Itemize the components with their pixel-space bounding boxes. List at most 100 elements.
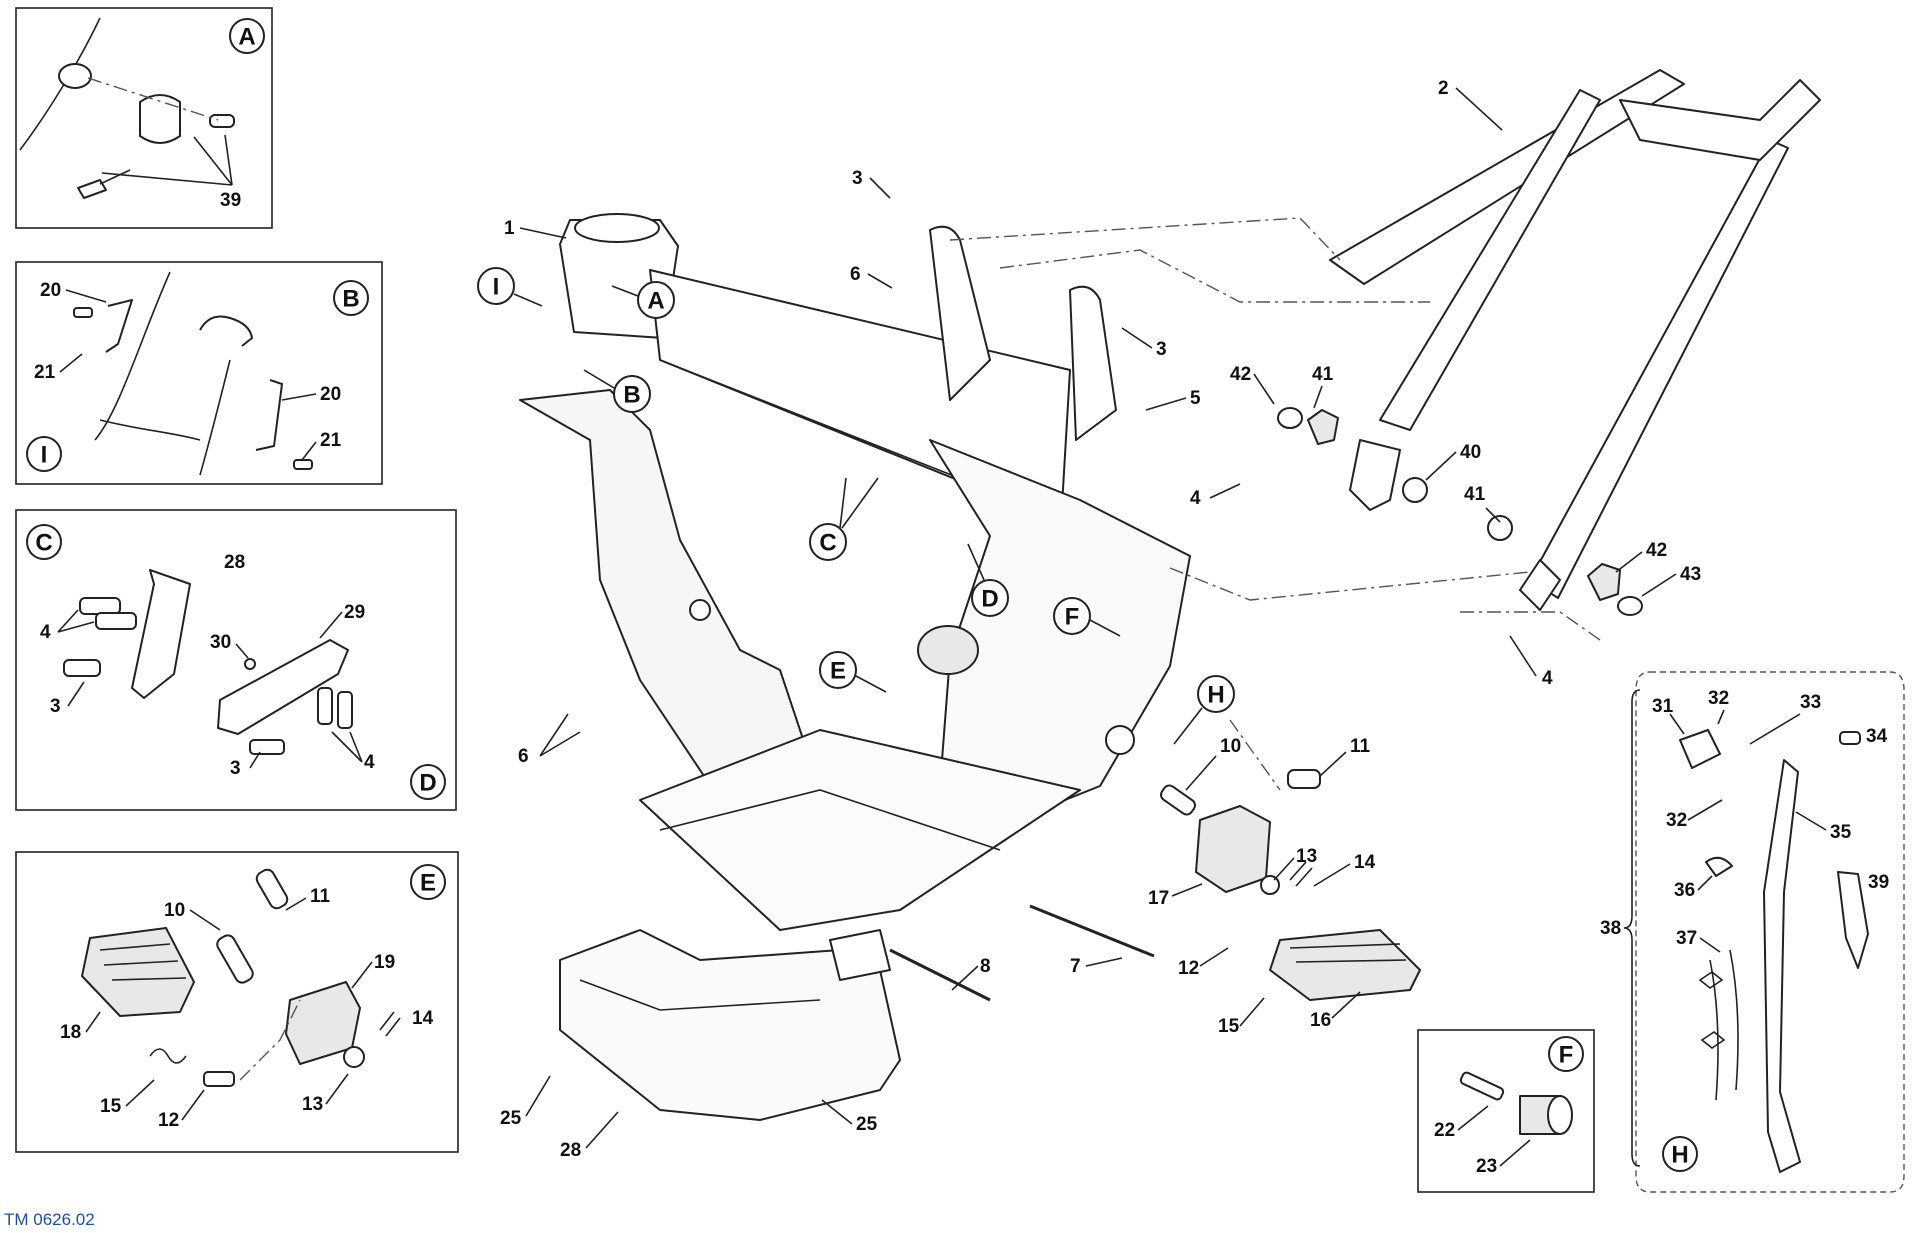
inset-box-h [1635,671,1905,1193]
svg-text:B: B [342,286,359,313]
svg-text:A: A [238,24,255,51]
detail-circle-d-main: D [967,543,1009,617]
detail-circle-i-main: I [477,267,543,307]
part-label-43a: 42 [1230,364,1251,385]
reference-line-1 [949,217,1341,261]
part-label-4b: 4 [1542,668,1553,689]
part-label-3a: 3 [852,168,863,189]
svg-text:I: I [493,274,500,301]
part-label-20a: 20 [40,280,61,301]
part-label-29: 29 [344,602,365,623]
long-bolts-drawing [889,904,1155,1002]
part-label-31: 31 [1652,696,1674,717]
part-label-36: 36 [1674,880,1695,901]
part-label-3d: 3 [230,758,241,779]
part-label-12b: 12 [158,1110,179,1131]
part-label-23: 23 [1476,1156,1497,1177]
svg-text:F: F [1559,1042,1574,1069]
svg-text:C: C [35,530,52,557]
drawing-code: TM 0626.02 [4,1210,95,1229]
svg-text:D: D [419,770,436,797]
inset-box-e [15,851,459,1153]
part-label-13b: 13 [302,1094,323,1115]
svg-text:B: B [623,382,640,409]
part-label-2: 2 [1438,78,1449,99]
part-label-43b: 43 [1680,564,1701,585]
svg-text:H: H [1207,682,1224,709]
detail-circle-a-inset: A [229,18,265,54]
part-label-39: 39 [1868,872,1889,893]
detail-circle-b-main: B [583,369,651,413]
part-label-6a: 6 [850,264,861,285]
detail-circle-e-inset: E [410,864,446,900]
svg-text:D: D [981,586,998,613]
inset-f-drawing [1459,1071,1573,1135]
part-label-19: 19 [374,952,395,973]
inset-h-drawing [1679,729,1869,1173]
subframe-drawing [1329,69,1821,611]
reference-line-4 [1460,611,1601,641]
svg-text:A: A [647,288,664,315]
part-label-14a: 14 [1354,852,1376,873]
part-label-3c: 3 [50,696,61,717]
detail-circle-h-inset: H [1662,1136,1698,1172]
reference-line-6 [239,999,301,1081]
part-label-11b: 11 [310,886,331,907]
part-label-10b: 10 [164,900,185,921]
part-label-11a: 11 [1350,736,1371,757]
part-label-22: 22 [1434,1120,1455,1141]
part-label-24: 25 [856,1114,878,1135]
detail-circle-i-inset: I [26,436,62,472]
part-label-34: 34 [1866,726,1888,747]
part-label-4c: 4 [40,622,51,643]
detail-circle-c-inset: C [26,524,62,560]
part-label-3b: 3 [1156,339,1167,360]
part-label-10a: 10 [1220,736,1241,757]
reference-line-2 [999,249,1430,303]
part-label-30: 30 [210,632,231,653]
main-footpeg-drawing [1160,769,1421,1001]
svg-text:E: E [420,870,436,897]
mount-rubbers-drawing [1277,407,1643,616]
part-label-12a: 12 [1178,958,1199,979]
part-label-42a: 41 [1312,364,1334,385]
skid-plate-drawing [559,929,901,1121]
part-label-4d: 4 [364,752,375,773]
svg-text:F: F [1065,604,1080,631]
part-label-21b: 21 [320,430,342,451]
svg-text:H: H [1671,1142,1688,1169]
part-label-21a: 21 [34,362,56,383]
detail-circle-d-inset: D [410,764,446,800]
part-label-25b: 28 [560,1140,581,1161]
part-label-35: 35 [1830,822,1852,843]
part-label-8: 8 [980,956,991,977]
part-label-14b: 14 [412,1008,434,1029]
detail-circle-b-inset: B [333,280,369,316]
inset-box-b [15,261,383,485]
main-frame-drawing [519,213,1191,931]
part-label-37: 37 [1676,928,1697,949]
part-label-7: 7 [1070,956,1081,977]
part-label-20b: 20 [320,384,341,405]
svg-text:E: E [830,658,846,685]
part-label-40: 39 [220,190,241,211]
inset-e-drawing [81,868,401,1087]
bracket-38 [1623,689,1641,1167]
part-label-41a: 40 [1460,442,1481,463]
detail-circle-e-main: E [819,651,887,693]
reference-line-3 [1169,567,1531,601]
part-label-15a: 15 [1218,1016,1240,1037]
part-label-13a: 13 [1296,846,1317,867]
part-label-41b: 41 [1464,484,1486,505]
part-label-16: 16 [1310,1010,1331,1031]
inset-a-drawing [19,17,235,199]
part-label-38: 38 [1600,918,1621,939]
part-label-18: 18 [60,1022,81,1043]
inset-cd-drawing [63,569,353,755]
part-label-1: 1 [504,218,515,239]
detail-circle-h-main: H [1173,675,1235,745]
part-label-32a: 32 [1708,688,1729,709]
detail-circle-f-main: F [1053,597,1121,637]
svg-text:I: I [41,442,48,469]
